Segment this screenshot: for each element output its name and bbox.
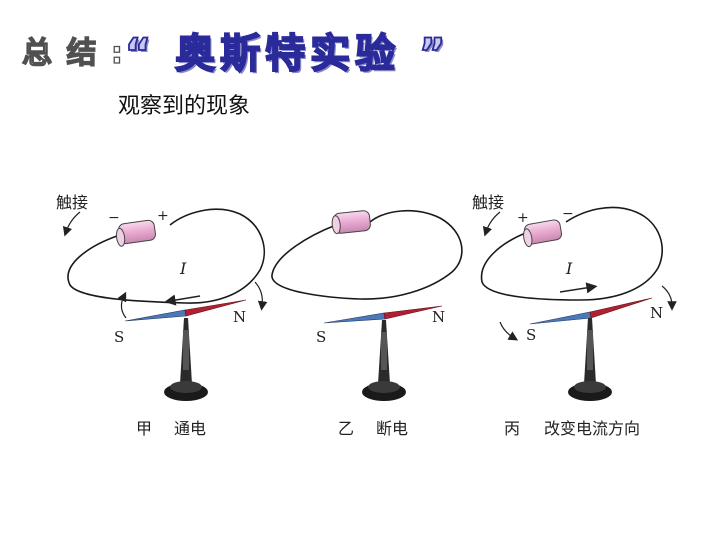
panel-1: 触接 − + I S N 甲 通电 <box>56 193 268 438</box>
compass-needle <box>529 297 653 325</box>
title-prefix: 总 结 : <box>21 35 125 71</box>
compass-needle <box>323 305 443 324</box>
subtitle: 观察到的现象 <box>118 94 251 119</box>
wire-loop <box>271 209 463 300</box>
battery-sign-right: + <box>157 208 169 224</box>
north-label: N <box>650 304 663 322</box>
needle-stand <box>362 320 406 401</box>
caption-text: 断电 <box>376 419 408 438</box>
caption-text: 改变电流方向 <box>544 419 640 438</box>
caption-index: 甲 <box>136 419 152 438</box>
panel-2: S N 乙 断电 <box>271 209 463 438</box>
caption-index: 乙 <box>338 419 354 438</box>
battery <box>523 219 563 248</box>
north-label: N <box>432 308 445 326</box>
south-label: S <box>114 328 124 346</box>
caption-text: 通电 <box>174 419 206 438</box>
wire-loop <box>480 206 663 301</box>
battery-sign-right: − <box>562 206 574 222</box>
caption-index: 丙 <box>504 419 520 438</box>
south-label: S <box>526 326 536 344</box>
needle-stand <box>568 318 612 401</box>
rotation-arrow <box>254 281 268 311</box>
rotation-arrow <box>499 321 519 341</box>
title-main: “ 奥斯特实验 ” <box>124 30 451 78</box>
contact-arrow <box>62 211 81 237</box>
battery-sign-left: − <box>108 210 120 226</box>
current-arrow <box>164 294 201 306</box>
current-label: I <box>565 259 573 278</box>
needle-stand <box>164 318 208 401</box>
battery <box>115 219 156 247</box>
rotation-arrow <box>117 291 127 319</box>
current-arrow <box>559 282 598 294</box>
slide-title: 总 结 : “ 奥斯特实验 ” <box>21 24 451 78</box>
south-label: S <box>316 328 326 346</box>
battery <box>331 210 371 235</box>
contact-arrow <box>482 211 501 237</box>
contact-label: 触接 <box>56 193 88 212</box>
contact-label: 触接 <box>472 193 504 212</box>
north-label: N <box>233 308 246 326</box>
compass-needle <box>124 299 247 322</box>
wire-loop <box>67 208 265 304</box>
panel-3: 触接 + − I S N 丙 改变电流方向 <box>472 193 677 438</box>
rotation-arrow <box>661 285 677 311</box>
battery-sign-left: + <box>517 210 529 226</box>
current-label: I <box>179 259 187 278</box>
